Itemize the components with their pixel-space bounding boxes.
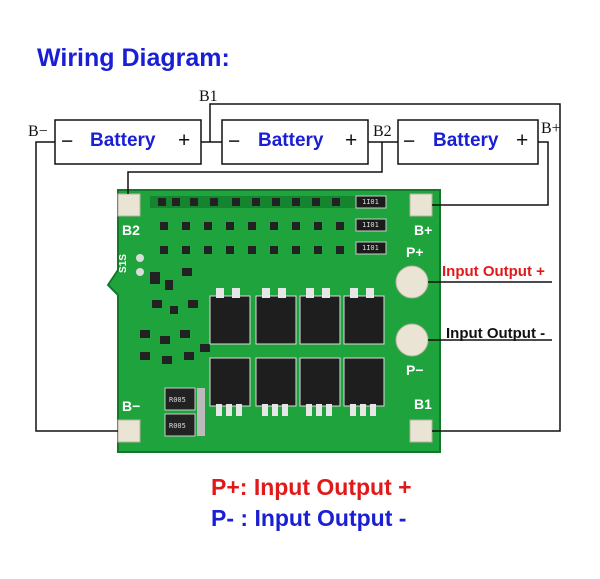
sense-resistors: [164, 387, 205, 437]
mosfets: [209, 288, 385, 416]
smd-label-1: 1I01: [362, 198, 379, 206]
pcb-label-b2: B2: [122, 222, 140, 238]
pcb-strip: [150, 196, 380, 208]
battery-3-plus: +: [516, 129, 529, 152]
smd-resistors: [355, 195, 387, 255]
pcb-label-b-plus: B+: [414, 222, 433, 238]
node-b-minus: B−: [28, 123, 48, 140]
battery-1-minus: −: [61, 130, 74, 153]
battery-3-label: Battery: [433, 130, 499, 151]
node-b2: B2: [373, 123, 392, 140]
battery-3-minus: −: [403, 130, 416, 153]
resistor-2-label: R005: [169, 422, 186, 430]
pcb-label-p-minus: P−: [406, 362, 424, 378]
node-b1: B1: [199, 88, 218, 105]
legend-p-minus: P- : Input Output -: [211, 505, 407, 531]
battery-2-label: Battery: [258, 130, 324, 151]
wires: [35, 103, 561, 432]
io-plus-label: Input Output +: [442, 263, 545, 280]
smd-label-2: 1I01: [362, 221, 379, 229]
battery-boxes: [54, 119, 539, 165]
pcb-label-p-plus: P+: [406, 244, 424, 260]
pcb-label-b-minus: B−: [122, 398, 141, 414]
battery-1-label: Battery: [90, 130, 156, 151]
smd-label-3: 1I01: [362, 244, 379, 252]
left-components: [136, 254, 210, 364]
pcb-label-b1: B1: [414, 396, 432, 412]
io-minus-label: Input Output -: [446, 325, 546, 342]
battery-2-minus: −: [228, 130, 241, 153]
resistor-1-label: R005: [169, 396, 186, 404]
top-components: [158, 198, 344, 254]
battery-2-plus: +: [345, 129, 358, 152]
pads: [117, 193, 433, 443]
pcb-label-s1s: S1S: [117, 254, 129, 273]
legend-p-plus: P+: Input Output +: [211, 474, 412, 500]
diagram-title: Wiring Diagram:: [37, 44, 230, 72]
node-b-plus: B+: [541, 120, 561, 137]
battery-1-plus: +: [178, 129, 191, 152]
